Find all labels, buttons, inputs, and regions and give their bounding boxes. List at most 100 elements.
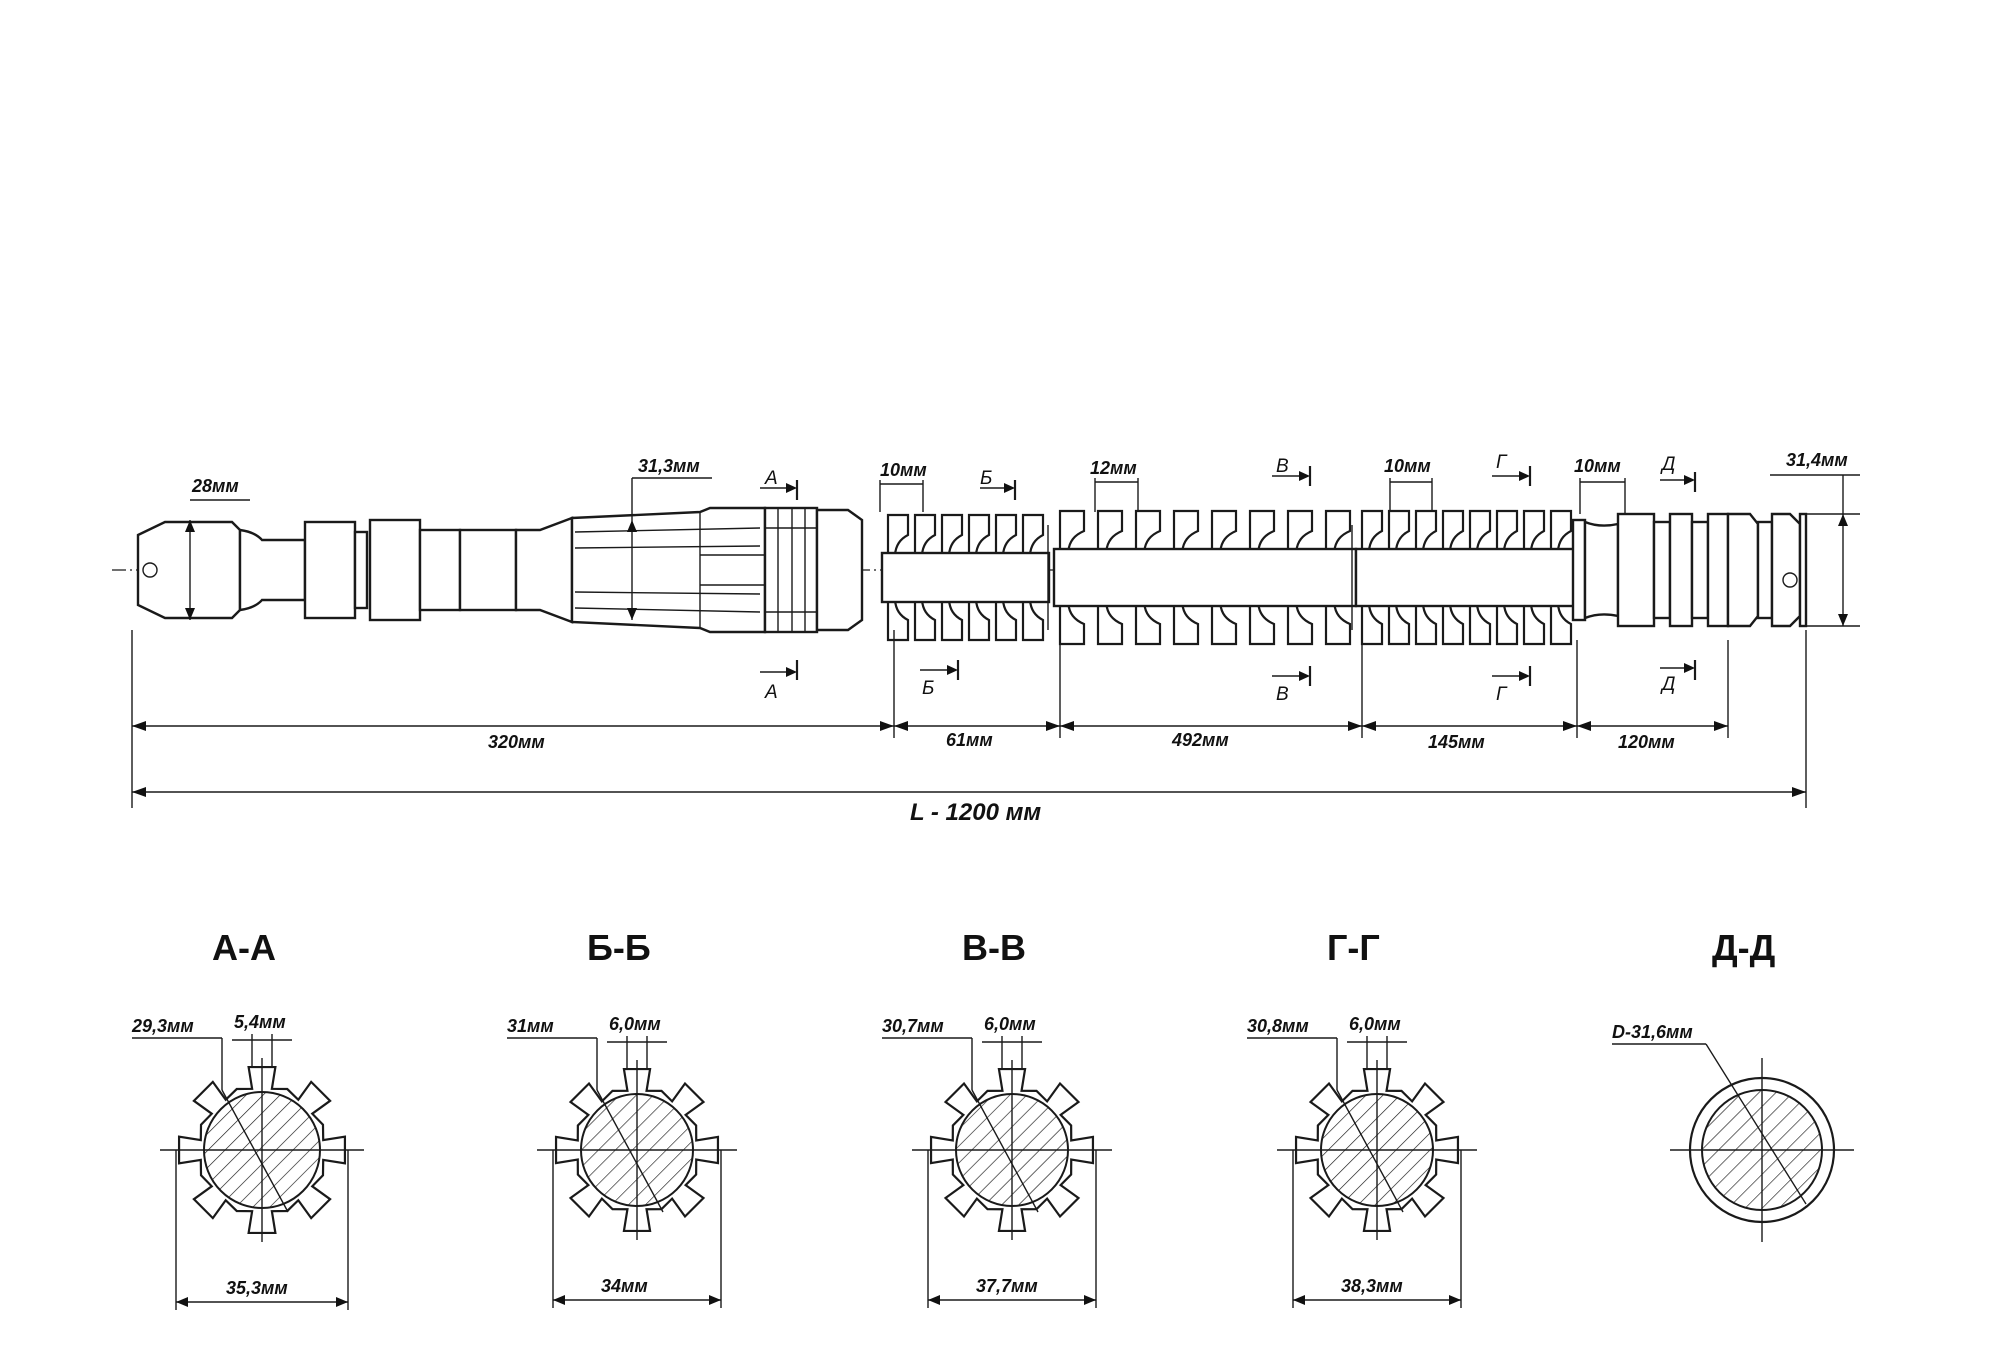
spline-tooth-top: [886, 513, 910, 557]
section-5: Д-Д D-31,6мм: [1612, 927, 1854, 1242]
section-mark-g-top: Г: [1496, 452, 1508, 473]
outer-arrow-left: [553, 1295, 565, 1305]
section-title: Б-Б: [587, 927, 651, 968]
section-mark-v-bottom: В: [1276, 684, 1289, 705]
segment-length-4: 145мм: [1428, 732, 1485, 752]
key-width-label: 6,0мм: [984, 1014, 1036, 1034]
shaft-collar-2: [368, 518, 422, 622]
outer-arrow-right: [709, 1295, 721, 1305]
spline-tooth-bottom: [1058, 602, 1086, 646]
outer-arrow-left: [928, 1295, 940, 1305]
shaft-end-rings: [1571, 512, 1808, 628]
spline-tooth-top: [1522, 509, 1546, 553]
inner-diameter-line: [1336, 1089, 1404, 1213]
section-title: Д-Д: [1712, 927, 1775, 968]
inner-diameter-label: D-31,6мм: [1612, 1022, 1693, 1042]
spline-tooth-bottom: [913, 598, 937, 642]
pitch-dim-g: [1389, 478, 1433, 512]
spline-tooth-bottom: [1248, 602, 1276, 646]
outer-arrow-right: [1084, 1295, 1096, 1305]
inner-diameter-line: [596, 1089, 664, 1213]
section-mark-g-bottom: Г: [1496, 684, 1508, 705]
spline-core: [1052, 547, 1358, 608]
shaft-collar-1: [303, 520, 357, 620]
shaft-journal-1: [353, 530, 369, 610]
section-mark-a-bottom: А: [764, 682, 778, 703]
spline-tooth-top: [1248, 509, 1276, 553]
outer-arrow-left: [176, 1297, 188, 1307]
spline-a-end: [815, 508, 864, 632]
shaft-collar-3: [458, 528, 518, 612]
inner-diameter-line: [221, 1089, 289, 1213]
spline-tooth-bottom: [1324, 602, 1352, 646]
spline-tooth-bottom: [1549, 602, 1573, 646]
spline-tooth-bottom: [1441, 602, 1465, 646]
outer-arrow-left: [1293, 1295, 1305, 1305]
segment-length-3: 492мм: [1171, 730, 1229, 750]
center-hole-right: [1782, 572, 1798, 588]
inner-diameter-label: 30,7мм: [882, 1016, 944, 1036]
section-mark-d-top: Д: [1660, 454, 1675, 475]
spline-tooth-top: [994, 513, 1018, 557]
outer-diameter-label: 34мм: [601, 1276, 648, 1296]
dim-pitch-g: 10мм: [1384, 456, 1431, 476]
spline-tooth-top: [1286, 509, 1314, 553]
spline-tooth-top: [1549, 509, 1573, 553]
dim-pitch-d: 10мм: [1574, 456, 1621, 476]
shaft-elevation: 28мм 31,3мм 10мм 12мм 10мм 10мм 31,4мм А…: [112, 450, 1860, 826]
section-mark-d-bottom: Д: [1660, 674, 1675, 695]
spline-tooth-top: [940, 513, 964, 557]
inner-diameter-line: [1705, 1043, 1807, 1205]
inner-diameter-label: 30,8мм: [1247, 1016, 1309, 1036]
total-length: L - 1200 мм: [910, 799, 1041, 826]
spline-tooth-bottom: [886, 598, 910, 642]
spline-tooth-bottom: [1021, 598, 1045, 642]
spline-tooth-bottom: [1522, 602, 1546, 646]
section-3: В-В 6,0мм 30,7мм 37,7мм: [882, 927, 1112, 1308]
outer-arrow-right: [1449, 1295, 1461, 1305]
key-width-label: 5,4мм: [234, 1012, 286, 1032]
spline-tooth-top: [1441, 509, 1465, 553]
inner-diameter-line: [971, 1089, 1039, 1213]
spline-tooth-bottom: [1387, 602, 1411, 646]
spline-tooth-bottom: [1286, 602, 1314, 646]
section-title: В-В: [962, 927, 1026, 968]
spline-tooth-top: [1058, 509, 1086, 553]
spline-core: [1354, 547, 1579, 608]
spline-tooth-bottom: [994, 598, 1018, 642]
key-width-label: 6,0мм: [1349, 1014, 1401, 1034]
spline-tooth-top: [913, 513, 937, 557]
section-cut-markers: [760, 466, 1697, 686]
spline-tooth-top: [1134, 509, 1162, 553]
dim-spline-a-diameter: 31,3мм: [638, 456, 700, 476]
spline-tooth-top: [1360, 509, 1384, 553]
outer-diameter-label: 37,7мм: [976, 1276, 1038, 1296]
spline-tooth-bottom: [1414, 602, 1438, 646]
cross-sections: А-А5,4мм29,3мм35,3ммБ-Б6,0мм31мм34ммВ-В6…: [131, 927, 1854, 1310]
spline-tooth-top: [1468, 509, 1492, 553]
spline-tooth-bottom: [967, 598, 991, 642]
section-mark-v-top: В: [1276, 456, 1289, 477]
spline-tooth-top: [1021, 513, 1045, 557]
segment-length-2: 61мм: [946, 730, 993, 750]
spline-tooth-bottom: [1210, 602, 1238, 646]
dim-head-diameter: 28мм: [191, 476, 239, 496]
spline-tooth-bottom: [1096, 602, 1124, 646]
shaft-taper: [514, 516, 574, 624]
pitch-dim-v: [1094, 478, 1139, 512]
spline-tooth-bottom: [1172, 602, 1200, 646]
spline-tooth-top: [1096, 509, 1124, 553]
section-title: А-А: [212, 927, 276, 968]
spline-tooth-top: [967, 513, 991, 557]
dim-end-diameter: 31,4мм: [1786, 450, 1848, 470]
spline-tooth-bottom: [1468, 602, 1492, 646]
dim-pitch-v: 12мм: [1090, 458, 1137, 478]
shaft-neck: [238, 528, 307, 612]
spline-tooth-top: [1172, 509, 1200, 553]
spline-core: [880, 551, 1051, 604]
section-title: Г-Г: [1327, 927, 1380, 968]
segment-length-1: 320мм: [488, 732, 545, 752]
spline-tooth-top: [1414, 509, 1438, 553]
inner-diameter-label: 31мм: [507, 1016, 554, 1036]
